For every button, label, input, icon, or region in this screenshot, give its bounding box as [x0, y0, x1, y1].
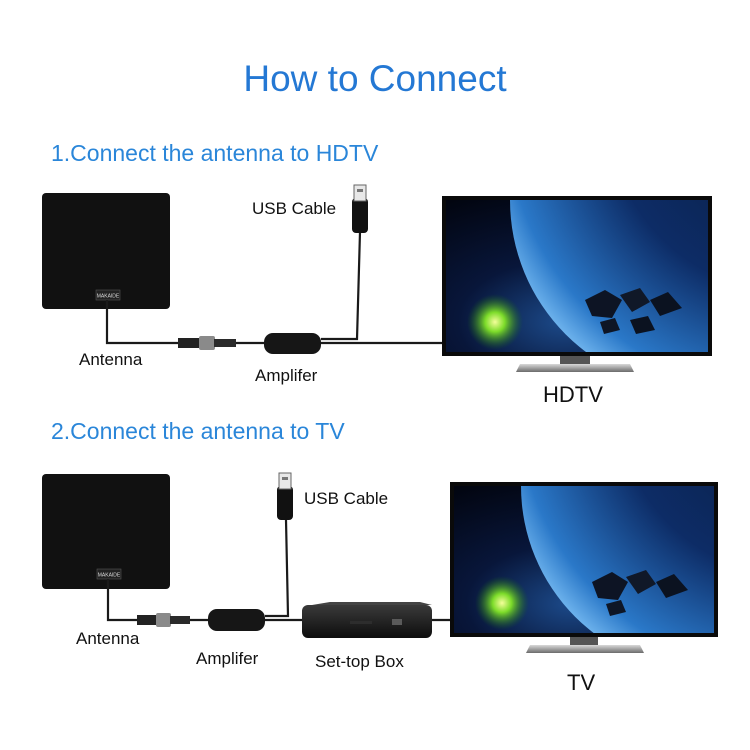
hdtv — [442, 196, 712, 372]
set-top-box-label: Set-top Box — [315, 652, 404, 671]
section-1-diagram: MAKAIDE — [42, 184, 712, 372]
usb-plug-1 — [352, 184, 368, 233]
usb-plug-2 — [277, 472, 293, 520]
tv — [450, 482, 718, 653]
coax-connector-1 — [178, 336, 236, 350]
svg-text:MAKAIDE: MAKAIDE — [97, 294, 120, 300]
antenna-label-2: Antenna — [76, 629, 140, 648]
usb-cable-label-1: USB Cable — [252, 199, 337, 218]
hdtv-label: HDTV — [543, 382, 603, 407]
usb-cable-label-2: USB Cable — [304, 489, 389, 508]
svg-text:MAKAIDE: MAKAIDE — [98, 573, 121, 579]
page-title: How to Connect — [243, 58, 507, 99]
antenna-1: MAKAIDE — [42, 193, 170, 309]
set-top-box — [302, 602, 432, 638]
amplifier-1 — [264, 333, 321, 354]
coax-connector-2 — [137, 613, 190, 627]
antenna-2: MAKAIDE — [42, 474, 170, 589]
amplifier-2 — [208, 609, 265, 631]
antenna-label-1: Antenna — [79, 350, 143, 369]
step-2-heading: 2.Connect the antenna to TV — [51, 418, 345, 444]
amplifier-label-2: Amplifer — [196, 649, 259, 668]
tv-label: TV — [567, 670, 596, 695]
section-2-diagram: MAKAIDE — [42, 472, 718, 653]
step-1-heading: 1.Connect the antenna to HDTV — [51, 140, 379, 166]
amplifier-label-1: Amplifer — [255, 366, 318, 385]
